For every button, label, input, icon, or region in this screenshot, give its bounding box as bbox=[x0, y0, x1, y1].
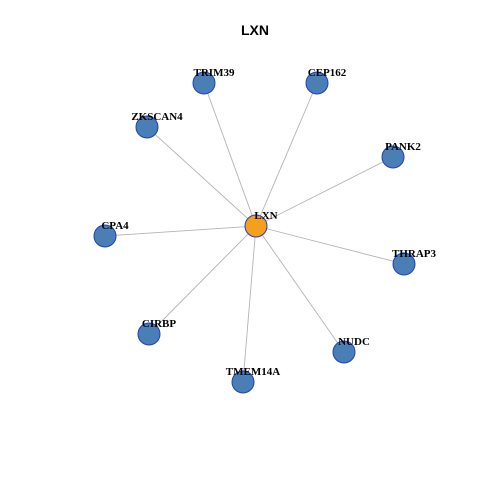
node-label-cirbp: CIRBP bbox=[142, 318, 177, 330]
node-cpa4 bbox=[93, 224, 117, 248]
edge-lxn-trim39 bbox=[203, 82, 257, 227]
node-tmem14a bbox=[231, 370, 255, 394]
node-label-zkscan4: ZKSCAN4 bbox=[131, 111, 183, 123]
node-cep162 bbox=[305, 71, 329, 95]
edge-lxn-cirbp bbox=[148, 225, 257, 335]
graph-title: LXN bbox=[241, 22, 269, 38]
node-trim39 bbox=[192, 71, 216, 95]
edge-lxn-zkscan4 bbox=[146, 126, 257, 227]
edge-layer bbox=[104, 82, 405, 383]
node-label-cep162: CEP162 bbox=[308, 67, 347, 79]
node-zkscan4 bbox=[135, 115, 159, 139]
edge-lxn-nudc bbox=[255, 225, 345, 353]
node-nudc bbox=[332, 340, 356, 364]
edge-lxn-cep162 bbox=[255, 82, 318, 227]
edge-lxn-tmem14a bbox=[242, 225, 257, 383]
node-label-cpa4: CPA4 bbox=[101, 220, 129, 232]
node-label-thrap3: THRAP3 bbox=[392, 248, 437, 260]
node-label-nudc: NUDC bbox=[338, 336, 370, 348]
edge-lxn-pank2 bbox=[255, 156, 394, 227]
node-label-lxn: LXN bbox=[254, 210, 277, 222]
node-layer bbox=[93, 71, 416, 394]
node-thrap3 bbox=[392, 252, 416, 276]
node-label-tmem14a: TMEM14A bbox=[226, 366, 280, 378]
node-label-trim39: TRIM39 bbox=[194, 67, 235, 79]
label-layer: LXN TRIM39 CEP162ZKSCAN4PANK2CPA4THRAP3CIR… bbox=[101, 67, 436, 378]
edge-lxn-thrap3 bbox=[255, 225, 405, 265]
node-pank2 bbox=[381, 145, 405, 169]
node-label-pank2: PANK2 bbox=[385, 141, 421, 153]
node-lxn bbox=[244, 214, 268, 238]
edge-lxn-cpa4 bbox=[104, 225, 257, 237]
node-cirbp bbox=[137, 322, 161, 346]
